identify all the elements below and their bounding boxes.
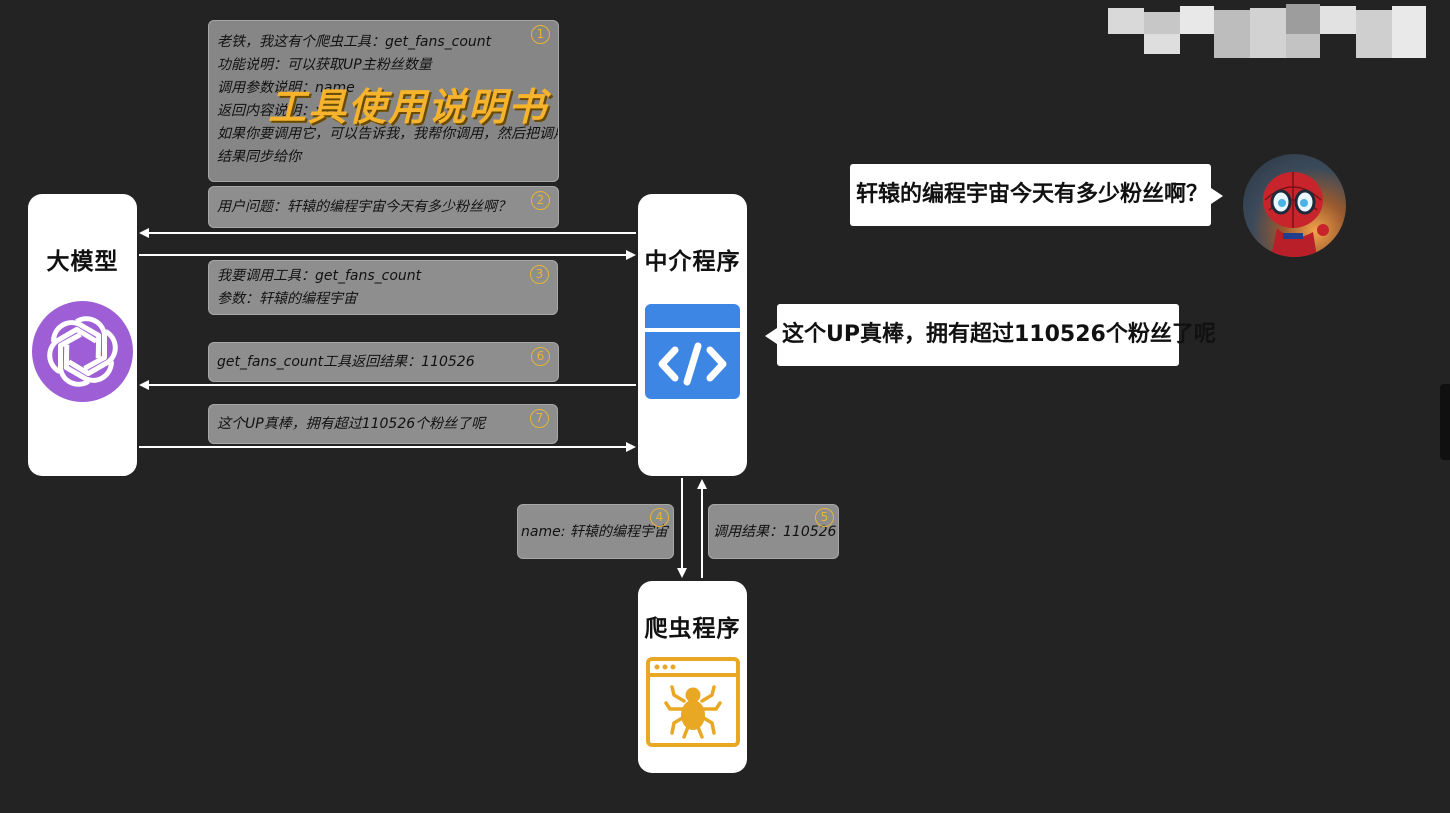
tool-result-box: get_fans_count工具返回结果：110526 6 (208, 342, 559, 382)
manual-title: 工具使用说明书 (268, 85, 549, 129)
box-text-line-2: 参数：轩辕的编程宇宙 (217, 291, 357, 307)
box-text: 调用结果：110526 (713, 524, 837, 540)
user-question-bubble: 轩辕的编程宇宙今天有多少粉丝啊？ (850, 164, 1223, 226)
bubble-tail (765, 328, 777, 344)
manual-line-3: 调用参数说明：name (217, 80, 355, 96)
bubble-text: 轩辕的编程宇宙今天有多少粉丝啊？ (856, 182, 1209, 207)
box-text-line-1: 我要调用工具：get_fans_count (217, 268, 422, 284)
box-text: 这个UP真棒，拥有超过110526个粉丝了呢 (217, 416, 486, 432)
step-number: 5 (815, 508, 834, 527)
manual-line-1: 老铁，我这有个爬虫工具：get_fans_count (217, 34, 492, 50)
crawler-param-box: name: 轩辕的编程宇宙 4 (517, 504, 674, 559)
openai-logo-icon (32, 301, 133, 402)
manual-line-4: 返回内容说明：xxx (217, 103, 340, 119)
box-text: get_fans_count工具返回结果：110526 (217, 354, 475, 370)
step-number: 7 (530, 409, 549, 428)
step-number: 4 (650, 508, 669, 527)
middleware-title: 中介程序 (644, 249, 741, 275)
user-question-box: 用户问题：轩辕的编程宇宙今天有多少粉丝啊？ 2 (208, 186, 559, 228)
crawler-result-box: 调用结果：110526 5 (708, 504, 839, 559)
step-number: 6 (531, 347, 550, 366)
manual-line-6: 结果同步给你 (217, 149, 301, 165)
spider-browser-icon (646, 657, 740, 747)
manual-line-2: 功能说明：可以获取UP主粉丝数量 (217, 57, 432, 73)
crawler-card: 爬虫程序 (638, 581, 747, 773)
box-text: name: 轩辕的编程宇宙 (521, 524, 668, 540)
bubble-tail (1211, 188, 1223, 204)
step-number: 1 (531, 25, 550, 44)
spiderman-avatar-icon (1243, 154, 1346, 257)
tool-manual-box: 老铁，我这有个爬虫工具：get_fans_count 功能说明：可以获取UP主粉… (208, 20, 559, 182)
answer-bubble: 这个UP真棒，拥有超过110526个粉丝了呢 (765, 304, 1216, 366)
box-text: 用户问题：轩辕的编程宇宙今天有多少粉丝啊？ (217, 199, 511, 215)
code-brackets-icon (645, 304, 740, 399)
bubble-text: 这个UP真棒，拥有超过110526个粉丝了呢 (782, 322, 1216, 347)
step-number: 2 (531, 191, 550, 210)
llm-title: 大模型 (46, 249, 119, 275)
tool-call-request-box: 我要调用工具：get_fans_count 参数：轩辕的编程宇宙 3 (208, 260, 558, 315)
step-number: 3 (530, 265, 549, 284)
final-answer-box: 这个UP真棒，拥有超过110526个粉丝了呢 7 (208, 404, 558, 444)
manual-line-5: 如果你要调用它，可以告诉我，我帮你调用，然后把调用 (217, 126, 559, 142)
edge-handle (1440, 384, 1450, 460)
llm-card: 大模型 (28, 194, 137, 476)
crawler-title: 爬虫程序 (644, 616, 741, 642)
middleware-card: 中介程序 (638, 194, 747, 476)
